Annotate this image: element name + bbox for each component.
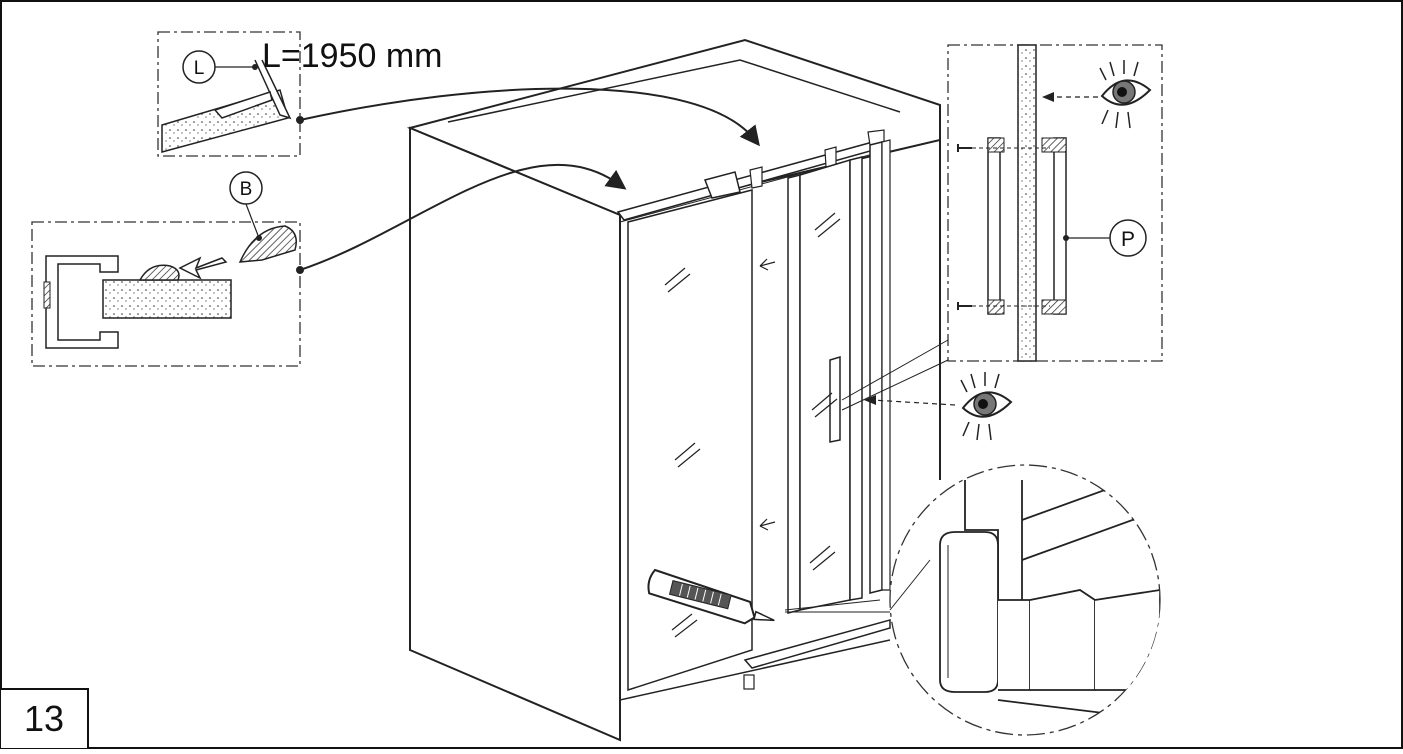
step-number: 13	[1, 688, 89, 748]
label-P: P	[1121, 228, 1135, 251]
label-L: L	[194, 58, 205, 79]
eye-icon	[960, 372, 1013, 441]
shower-enclosure	[406, 38, 941, 742]
cutter-knife-icon	[647, 568, 775, 625]
detail-L-box	[157, 31, 301, 157]
detail-P-box	[947, 44, 1163, 362]
label-B: B	[240, 179, 253, 200]
eye-icon	[1099, 60, 1152, 129]
detail-B-box	[31, 171, 301, 367]
magnified-detail	[889, 464, 1161, 736]
length-label: L=1950 mm	[262, 37, 443, 75]
